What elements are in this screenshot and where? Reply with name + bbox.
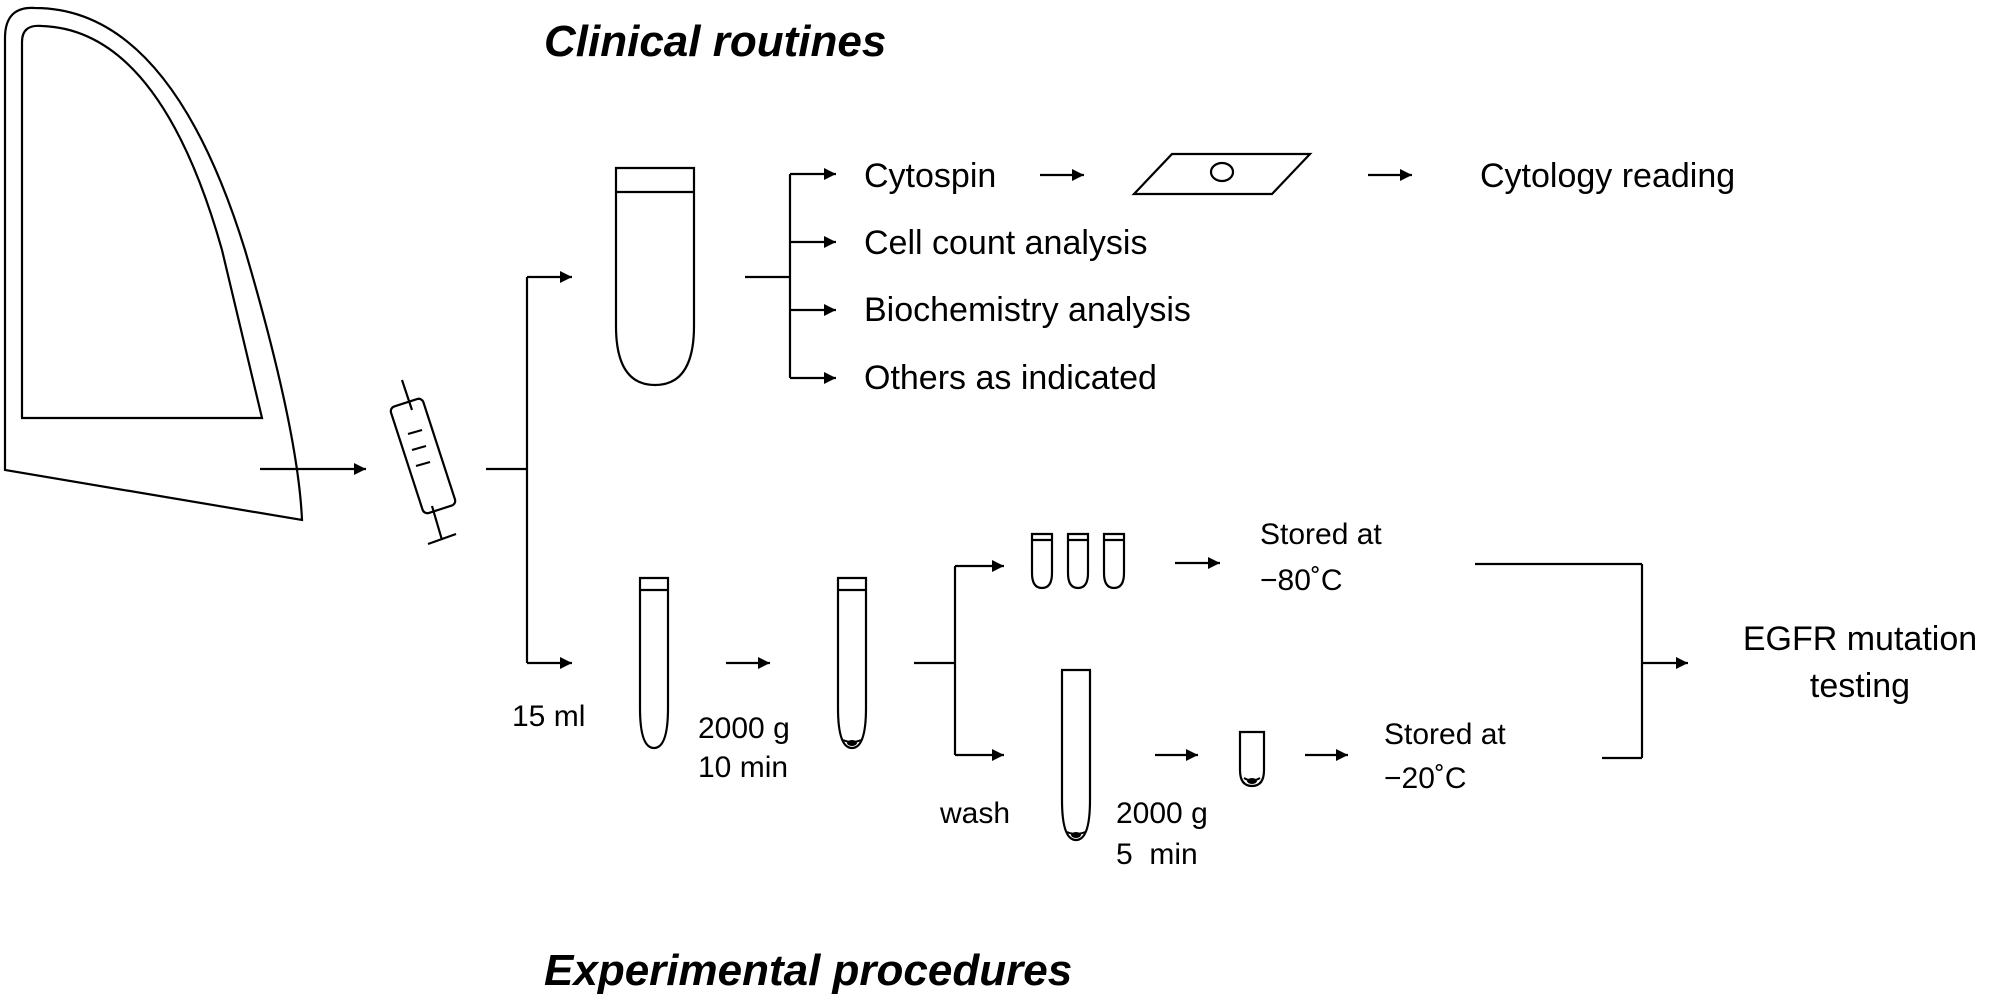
label-egfr-line1: EGFR mutation — [1743, 620, 1977, 658]
clinical-branch-connector — [745, 168, 836, 384]
centrifuged-tube — [836, 576, 868, 750]
aliquot-tubes — [1030, 532, 1126, 590]
label-volume: 15 ml — [512, 700, 585, 733]
clinical-collection-tube — [614, 166, 696, 387]
microscope-slide-icon — [1131, 152, 1313, 196]
syringe-icon — [389, 379, 457, 546]
label-cell-count-analysis: Cell count analysis — [864, 224, 1147, 262]
merge-connector — [1475, 562, 1688, 760]
heading-experimental-procedures: Experimental procedures — [544, 946, 1072, 995]
label-wash: wash — [939, 797, 1010, 830]
label-biochemistry-analysis: Biochemistry analysis — [864, 291, 1191, 329]
label-stored-at-minus80-line2: −80˚C — [1260, 564, 1343, 597]
label-stored-at-minus80-line1: Stored at — [1260, 518, 1382, 551]
wash-tube — [1060, 668, 1092, 842]
label-spin1-time: 10 min — [698, 751, 788, 784]
label-cytology-reading: Cytology reading — [1480, 157, 1735, 195]
heading-clinical-routines: Clinical routines — [544, 17, 886, 66]
label-spin1-force: 2000 g — [698, 712, 790, 745]
label-cytospin: Cytospin — [864, 157, 996, 195]
sample-tube-15ml — [638, 576, 670, 750]
label-stored-at-minus20-line1: Stored at — [1384, 718, 1506, 751]
main-split-connector — [486, 271, 572, 669]
label-egfr-line2: testing — [1810, 667, 1910, 705]
label-spin2-force: 2000 g — [1116, 797, 1208, 830]
label-spin2-time: 5 min — [1116, 838, 1198, 871]
pleural-cavity-icon — [3, 6, 304, 522]
experimental-split-connector — [914, 560, 1004, 761]
label-others-as-indicated: Others as indicated — [864, 359, 1157, 397]
label-stored-at-minus20-line2: −20˚C — [1384, 762, 1467, 795]
pellet-tube — [1238, 730, 1266, 788]
